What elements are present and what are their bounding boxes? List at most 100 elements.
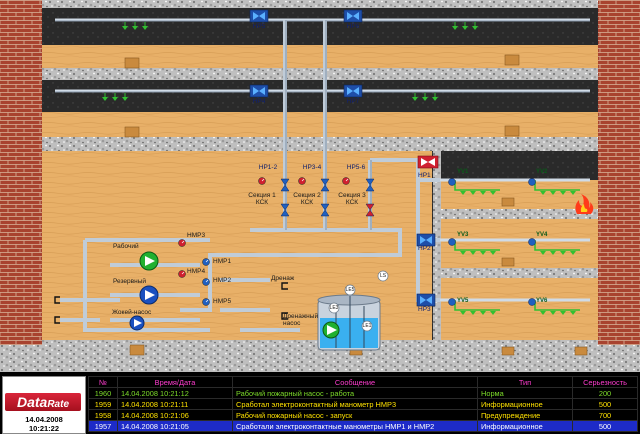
sprinkler-icon: [540, 251, 546, 255]
valve-section1-icon[interactable]: [280, 203, 290, 217]
yv5-label: YV5: [457, 298, 469, 304]
pump-drain-icon: [322, 321, 340, 339]
valve-section3-icon[interactable]: [365, 203, 375, 217]
pump-jockey-icon: [129, 315, 145, 331]
pump-working-icon: [139, 251, 159, 271]
sprinkler-icon: [560, 311, 566, 315]
yv-valve-icon[interactable]: [448, 298, 456, 306]
event-message: Сработали электроконтактные манометры НМ…: [232, 420, 478, 432]
valve-hr3-4-icon[interactable]: [320, 178, 330, 192]
yv6-label: YV6: [536, 298, 548, 304]
sprinkler-icon: [470, 251, 476, 255]
yv-valve-icon[interactable]: [448, 238, 456, 246]
sprinkler-icon: [142, 22, 148, 30]
sprinkler-icon: [490, 251, 496, 255]
manometer-hmp4-label: НМР4: [187, 268, 206, 275]
event-severity: 200: [572, 387, 638, 399]
col-datetime[interactable]: Время/Дата: [117, 376, 233, 388]
valve-label-hr3: НР3: [418, 306, 431, 313]
event-time: 14.04.2008 10:21:11: [117, 398, 233, 410]
yv-valve-icon[interactable]: [528, 298, 536, 306]
col-type[interactable]: Тип: [477, 376, 573, 388]
sprinkler-icon: [412, 93, 418, 101]
valve-hr6-icon[interactable]: [343, 9, 363, 23]
valve-label-hr5-6: НР5-6: [346, 164, 366, 171]
sprinkler-icon: [462, 22, 468, 30]
sprinkler-icon: [122, 93, 128, 101]
valve-label-hr6: НР6: [346, 23, 360, 30]
valve-label-hr1-2: НР1-2: [258, 164, 278, 171]
manometer-hmp5-label: НМР5: [213, 298, 232, 305]
sprinkler-icon: [570, 191, 576, 195]
logo-sub: Rate: [47, 399, 70, 410]
yv2-label: YV2: [536, 169, 548, 175]
sprinkler-icon: [480, 311, 486, 315]
sprinkler-icon: [452, 22, 458, 30]
sensor-ls: LS: [379, 273, 387, 279]
valve-section2-icon[interactable]: [320, 203, 330, 217]
sprinkler-icon: [460, 191, 466, 195]
pump-reserve-label: Резервный: [113, 278, 147, 285]
plant-mimic: [0, 0, 640, 372]
valve-hr1-2-icon[interactable]: [280, 178, 290, 192]
sprinkler-icon: [570, 311, 576, 315]
fire-icon: [575, 194, 594, 214]
event-time: 14.04.2008 10:21:05: [117, 420, 233, 432]
sensor-le1: LE1: [362, 323, 372, 329]
sprinkler-icon: [570, 251, 576, 255]
valve-hr5-6-icon[interactable]: [365, 178, 375, 192]
event-time: 14.04.2008 10:21:12: [117, 387, 233, 399]
section-3-label: Секция 3 КСК: [338, 192, 366, 206]
event-message: Рабочий пожарный насос - запуск: [232, 409, 478, 421]
section-1-label: Секция 1 КСК: [248, 192, 276, 206]
event-message: Рабочий пожарный насос - работа: [232, 387, 478, 399]
right-room-wall: [440, 180, 598, 345]
valve-hr3-icon[interactable]: [416, 293, 436, 307]
valve-hr4-icon[interactable]: [249, 84, 269, 98]
sprinkler-icon: [490, 191, 496, 195]
sensor-le5: LE5: [345, 287, 355, 293]
sprinkler-icon: [540, 191, 546, 195]
col-severity[interactable]: Серьезность: [572, 376, 638, 388]
valve-hr5-icon[interactable]: [249, 9, 269, 23]
section-2-label: Секция 2 КСК: [293, 192, 321, 206]
yv3-label: YV3: [457, 232, 469, 238]
pump-reserve-icon: [139, 285, 159, 305]
manometer-icon: [258, 177, 266, 185]
yv-valve-icon[interactable]: [528, 238, 536, 246]
yv-valve-icon[interactable]: [528, 178, 536, 186]
manometer-hmp2-label: НМР2: [213, 277, 232, 284]
event-severity: 500: [572, 398, 638, 410]
event-severity: 500: [572, 420, 638, 432]
manometer-icon: [298, 177, 306, 185]
yv-valve-icon[interactable]: [448, 178, 456, 186]
slab-2: [42, 137, 598, 151]
sprinkler-icon: [112, 93, 118, 101]
sprinkler-icon: [472, 22, 478, 30]
event-log-header: № Время/Дата Сообщение Тип Серьезность: [88, 376, 638, 388]
slab-1: [42, 68, 598, 80]
manometer-icon: [342, 177, 350, 185]
pump-working-label: Рабочий: [113, 243, 139, 250]
manometer-icon: [178, 239, 186, 247]
valve-hr7-icon[interactable]: [343, 84, 363, 98]
event-type: Предупреждение: [477, 409, 573, 421]
sprinkler-icon: [122, 22, 128, 30]
col-message[interactable]: Сообщение: [232, 376, 478, 388]
sprinkler-icon: [560, 191, 566, 195]
event-type: Норма: [477, 387, 573, 399]
valve-hr1-icon[interactable]: [417, 155, 439, 169]
sprinkler-icon: [422, 93, 428, 101]
valve-label-hr1: НР1: [418, 172, 431, 179]
sprinkler-icon: [102, 93, 108, 101]
sprinkler-icon: [470, 311, 476, 315]
col-number[interactable]: №: [88, 376, 118, 388]
sprinkler-icon: [540, 311, 546, 315]
event-number: 1958: [88, 409, 118, 421]
valve-hr2-icon[interactable]: [416, 233, 436, 247]
sprinkler-icon: [490, 311, 496, 315]
